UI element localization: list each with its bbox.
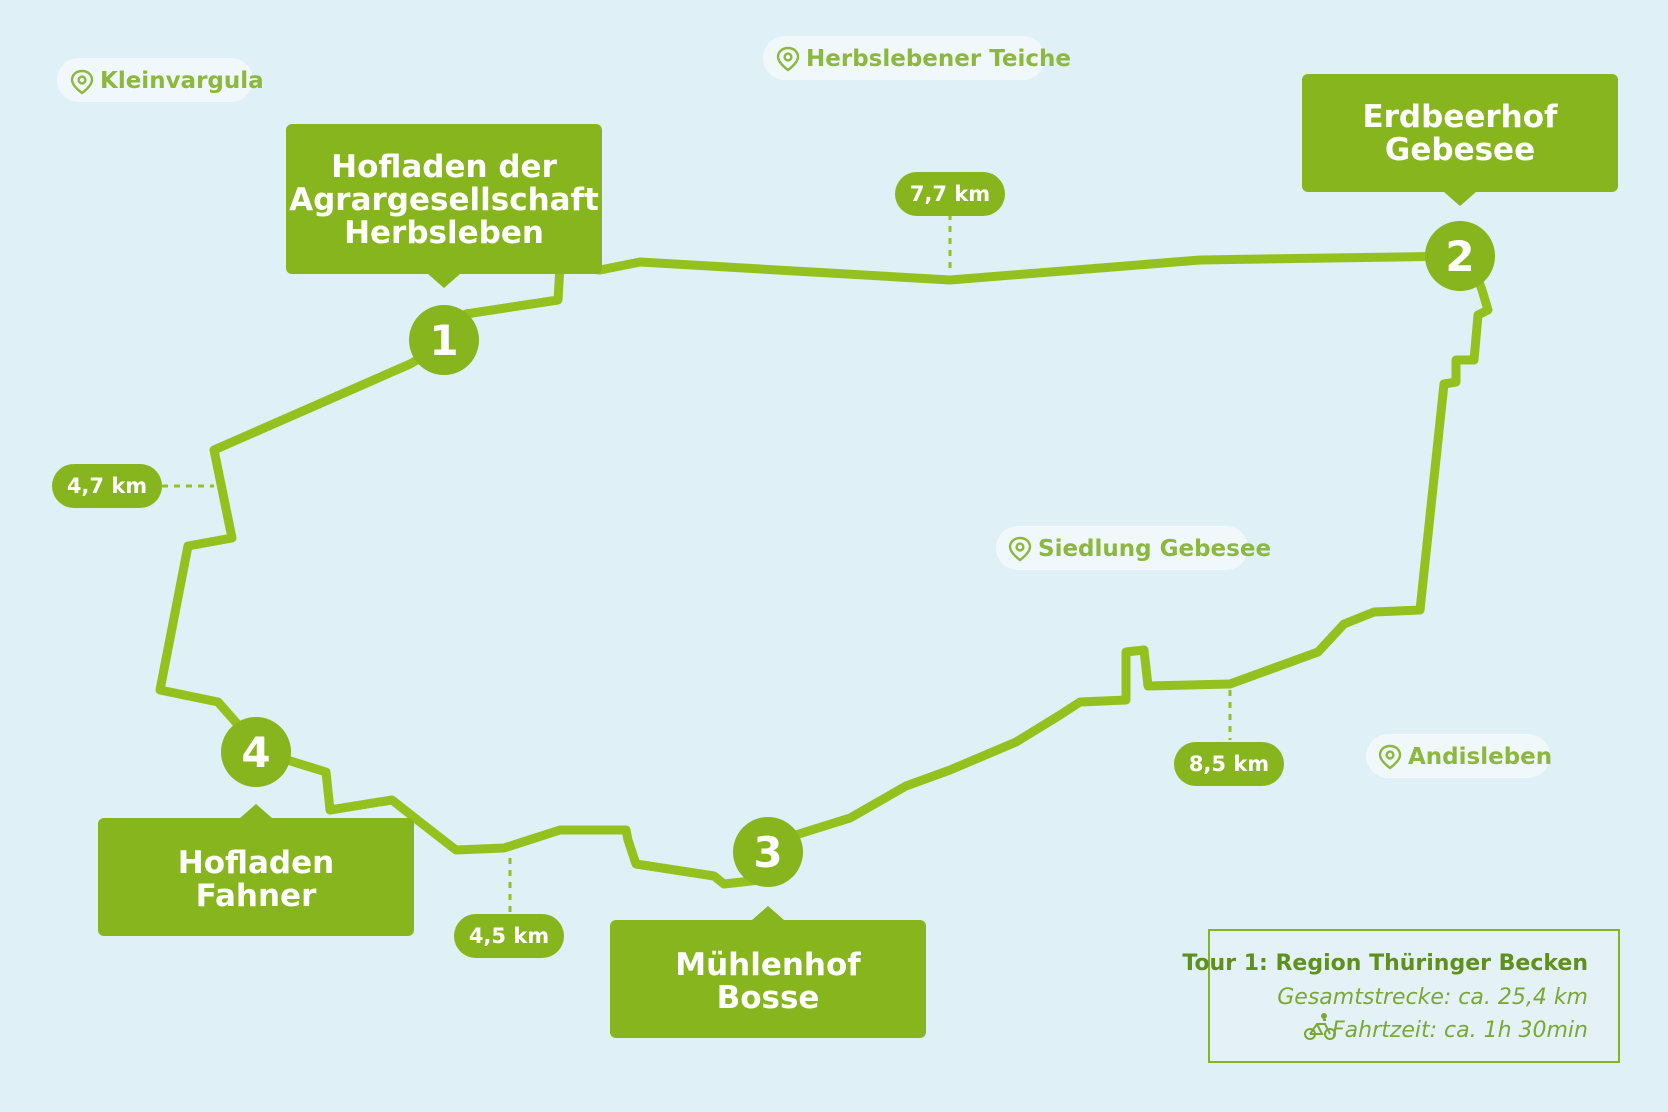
tour-info-box: Tour 1: Region Thüringer Becken Gesamtst… — [1182, 929, 1620, 1063]
distance-value: 8,5 km — [1189, 752, 1269, 776]
stop-marker-3: 3 — [733, 817, 803, 887]
total-distance: Gesamtstrecke: ca. 25,4 km — [1277, 985, 1588, 1010]
stop-name-line: Hofladen der — [331, 149, 557, 185]
distance-value: 7,7 km — [910, 182, 990, 206]
distance-value: 4,5 km — [469, 924, 549, 948]
stop-marker-4: 4 — [221, 717, 291, 787]
place-name: Andisleben — [1408, 744, 1552, 770]
stop-number: 4 — [241, 728, 270, 777]
stop-name-line: Bosse — [717, 980, 820, 1016]
distance-badge-4-7: 4,7 km — [52, 464, 162, 508]
stop-number: 3 — [753, 828, 782, 877]
stop-name-line: Gebesee — [1385, 132, 1535, 168]
place-name: Herbslebener Teiche — [806, 46, 1071, 72]
place-label-herbslebener-teiche: Herbslebener Teiche — [763, 36, 1071, 80]
distance-badge-7-7: 7,7 km — [895, 172, 1005, 216]
distance-value: 4,7 km — [67, 474, 147, 498]
stop-name-line: Hofladen — [178, 845, 334, 881]
stop-name-line: Mühlenhof — [675, 947, 861, 983]
tour-title: Tour 1: Region Thüringer Becken — [1182, 951, 1588, 976]
stop-name-line: Erdbeerhof — [1362, 99, 1558, 135]
place-name: Siedlung Gebesee — [1038, 536, 1271, 562]
stop-name-line: Herbsleben — [344, 215, 544, 251]
place-label-kleinvargula: Kleinvargula — [57, 58, 264, 102]
distance-badge-8-5: 8,5 km — [1174, 742, 1284, 786]
place-name: Kleinvargula — [100, 68, 264, 94]
stop-marker-1: 1 — [409, 305, 479, 375]
stop-label-2: Erdbeerhof Gebesee — [1302, 74, 1618, 206]
place-label-siedlung-gebesee: Siedlung Gebesee — [996, 526, 1271, 570]
route-line — [155, 251, 1493, 889]
stop-label-4: Hofladen Fahner — [98, 804, 414, 936]
ride-duration: Fahrtzeit: ca. 1h 30min — [1332, 1018, 1588, 1043]
distance-badge-4-5: 4,5 km — [454, 914, 564, 958]
stop-label-1: Hofladen der Agrargesellschaft Herbslebe… — [286, 124, 602, 288]
stop-name-line: Fahner — [196, 878, 317, 914]
stop-name-line: Agrargesellschaft — [289, 182, 599, 218]
bicycle-icon — [1304, 1013, 1336, 1040]
stop-number: 1 — [429, 316, 458, 365]
stop-label-3: Mühlenhof Bosse — [610, 906, 926, 1038]
stop-marker-2: 2 — [1425, 221, 1495, 291]
stop-number: 2 — [1445, 232, 1474, 281]
place-label-andisleben: Andisleben — [1366, 734, 1552, 778]
